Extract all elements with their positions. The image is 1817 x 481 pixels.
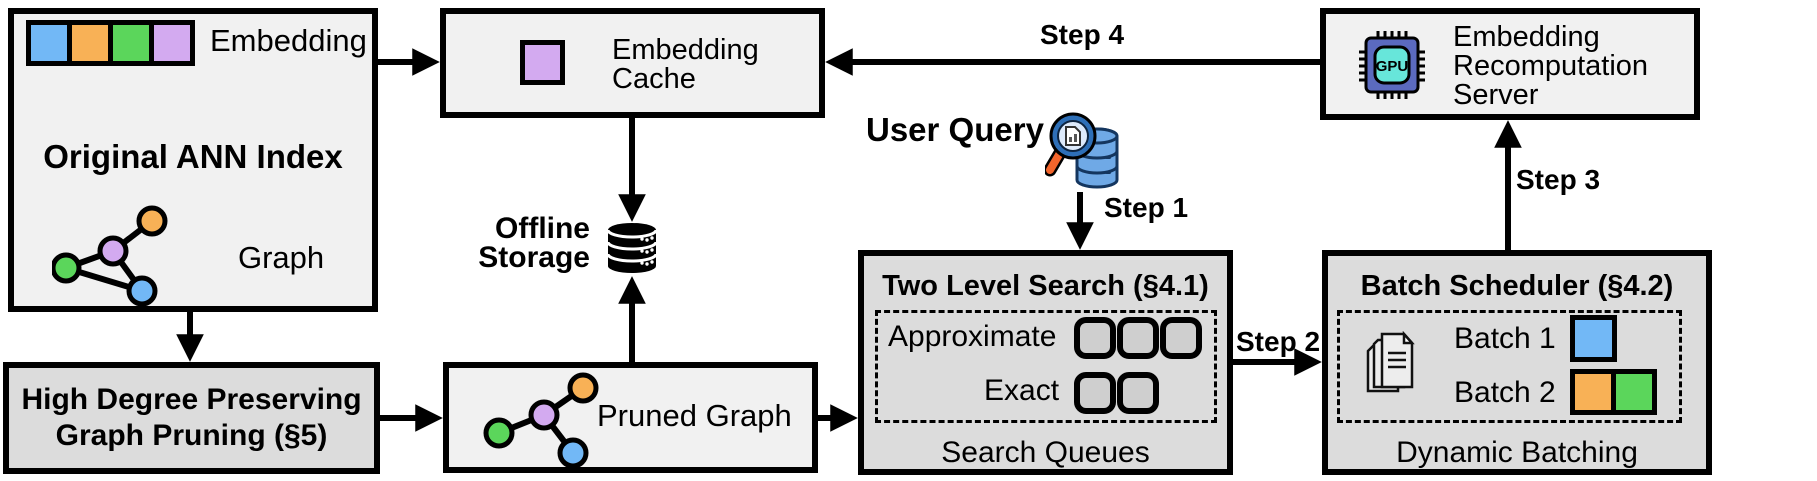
step3-label: Step 3 [1516,164,1601,195]
offline-storage-icon [606,223,658,273]
queue-slot [1074,317,1116,359]
search-queues-panel: Approximate Exact [875,310,1217,423]
embedding-cell-blue [26,20,72,66]
dynamic-batching-panel: Batch 1 Batch 2 [1337,310,1682,423]
exact-queue-slots [1074,372,1159,414]
graph-node-orange [567,372,599,404]
pruned-graph-box: Pruned Graph [443,362,818,473]
graph-pruning-label: High Degree Preserving Graph Pruning (§5… [21,383,362,452]
step4-label: Step 4 [1040,19,1125,50]
gpu-chip-icon: GPU [1359,31,1425,99]
search-queues-label: Search Queues [941,436,1150,469]
queue-slot [1117,372,1159,414]
recomputation-server-box: GPU Embedding Recomputation Server [1320,8,1700,120]
embedding-cache-label: Embedding Cache [612,34,759,95]
two-level-search-box: Two Level Search (§4.1) Approximate Exac… [858,250,1233,475]
embedding-cell-purple [149,20,195,66]
queue-slot [1074,372,1116,414]
graph-node-green [483,417,515,449]
batch1-label: Batch 1 [1454,322,1556,355]
embedding-label: Embedding [210,23,367,58]
graph-node-purple [528,399,560,431]
offline-storage-label: Offline Storage [478,212,590,274]
batch2-squares [1570,369,1657,415]
batch-scheduler-title: Batch Scheduler (§4.2) [1360,270,1674,302]
gpu-chip-label: GPU [1376,58,1409,75]
pruned-graph-icon [483,372,599,468]
documents-icon [1366,331,1415,393]
graph-node-purple [97,235,129,267]
cached-embedding-icon [520,40,565,85]
user-query-icon [1045,112,1119,189]
graph-label: Graph [238,240,325,275]
pruned-graph-label: Pruned Graph [597,398,792,433]
step2-label: Step 2 [1236,326,1321,357]
graph-node-blue [126,275,158,307]
original-ann-index-title: Original ANN Index [43,138,343,175]
graph-node-green [52,252,82,284]
graph-node-blue [557,437,589,468]
batch2-square-green [1611,369,1657,415]
batch2-label: Batch 2 [1454,376,1556,409]
queue-slot [1160,317,1202,359]
queue-slot [1117,317,1159,359]
graph-pruning-box: High Degree Preserving Graph Pruning (§5… [3,362,380,474]
step1-label: Step 1 [1104,192,1189,223]
user-query-label: User Query [866,111,1044,148]
original-ann-index-box: Embedding Original ANN Index Graph [8,8,378,312]
two-level-search-title: Two Level Search (§4.1) [882,270,1209,302]
recomputation-server-label: Embedding Recomputation Server [1453,21,1649,111]
exact-label: Exact [984,374,1060,407]
embedding-cell-green [108,20,154,66]
ann-graph-icon [52,205,168,307]
approximate-label: Approximate [888,320,1057,353]
embedding-cell-orange [67,20,113,66]
batch2-square-orange [1570,369,1616,415]
graph-node-orange [136,205,168,237]
batch-scheduler-box: Batch Scheduler (§4.2) Batch 1 Batch 2 [1322,250,1712,475]
embedding-vector-icon [26,20,195,66]
batch1-square-blue [1570,315,1617,362]
embedding-cache-box: Embedding Cache [440,8,825,118]
dynamic-batching-label: Dynamic Batching [1396,436,1638,469]
approximate-queue-slots [1074,317,1202,359]
